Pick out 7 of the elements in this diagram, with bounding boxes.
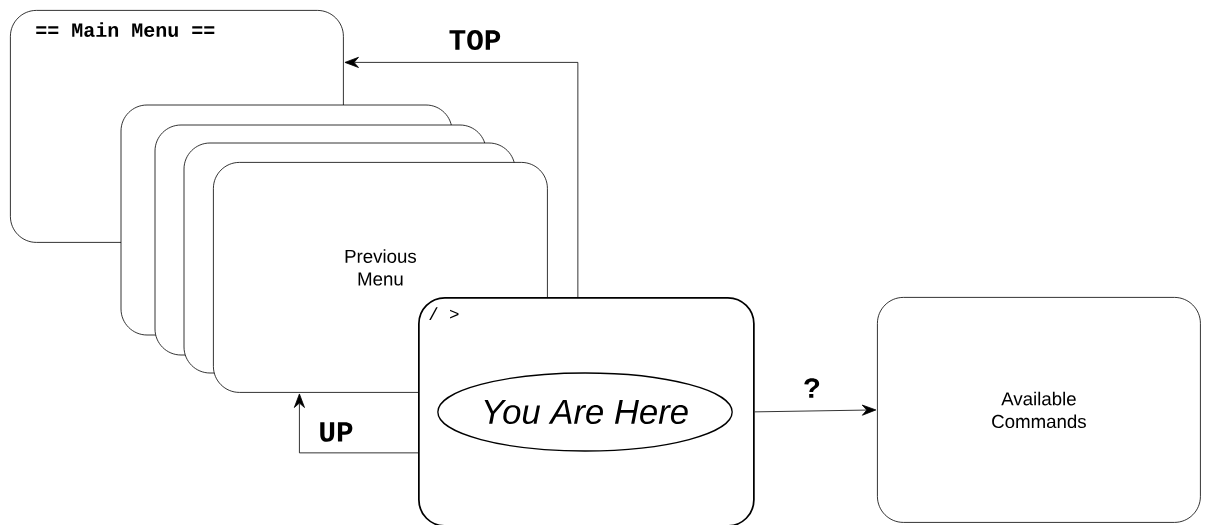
edge-label: ? — [801, 376, 823, 400]
arrow — [754, 404, 877, 416]
arrow — [293, 393, 419, 454]
edge-label: UP — [317, 420, 355, 444]
arrow — [344, 56, 579, 298]
commands-box: Available Commands — [877, 297, 1201, 523]
edge-label: TOP — [447, 28, 503, 52]
